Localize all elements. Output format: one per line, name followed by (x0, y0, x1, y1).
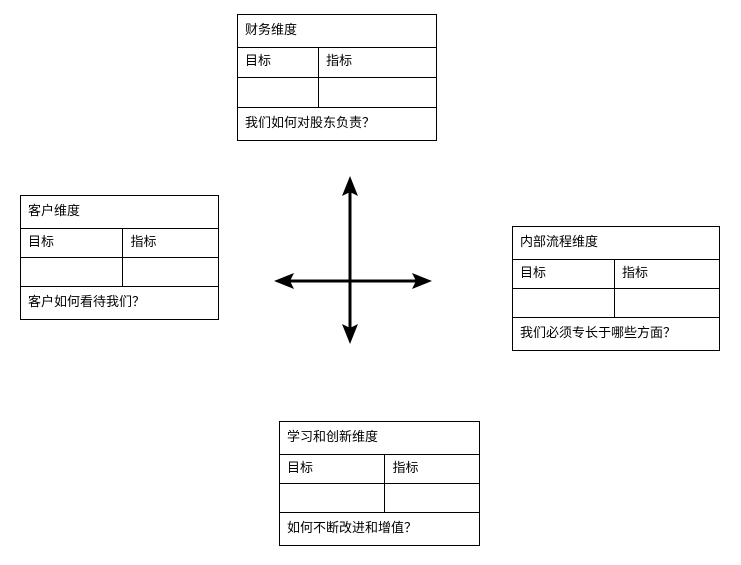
objective-value-internal-process[interactable] (513, 289, 615, 317)
perspective-question-learning-innovation: 如何不断改进和增值？ (287, 520, 418, 536)
box-header-row: 目标 指标 (21, 229, 218, 258)
column-header-measure: 指标 (326, 54, 353, 70)
perspective-question-financial: 我们如何对股东负责？ (245, 115, 376, 131)
column-header-measure: 指标 (392, 460, 419, 476)
column-header-objective: 目标 (21, 229, 124, 257)
box-data-row[interactable] (280, 484, 479, 513)
box-data-row[interactable] (21, 258, 218, 287)
box-question-row: 我们如何对股东负责？ (238, 108, 436, 140)
perspective-box-learning-innovation[interactable]: 学习和创新维度 目标 指标 如何不断改进和增值？ (279, 421, 480, 546)
box-data-row[interactable] (513, 289, 719, 318)
perspective-question-customer: 客户如何看待我们？ (28, 294, 146, 310)
perspective-box-internal-process[interactable]: 内部流程维度 目标 指标 我们必须专长于哪些方面？ (512, 226, 720, 351)
box-question-row: 客户如何看待我们？ (21, 287, 218, 319)
box-header-row: 目标 指标 (238, 48, 436, 78)
measure-value-learning-innovation[interactable] (385, 484, 479, 512)
perspective-title-learning-innovation: 学习和创新维度 (287, 429, 379, 445)
box-title-row: 财务维度 (238, 15, 436, 48)
objective-value-learning-innovation[interactable] (280, 484, 386, 512)
perspective-title-customer: 客户维度 (28, 203, 81, 219)
measure-value-internal-process[interactable] (615, 289, 719, 317)
objective-value-customer[interactable] (21, 258, 124, 286)
perspective-title-internal-process: 内部流程维度 (520, 234, 599, 250)
four-way-arrow-cross-icon (272, 172, 434, 348)
box-question-row: 我们必须专长于哪些方面？ (513, 318, 719, 350)
column-header-measure: 指标 (621, 265, 648, 281)
box-title-row: 学习和创新维度 (280, 422, 479, 455)
perspective-box-customer[interactable]: 客户维度 目标 指标 客户如何看待我们？ (20, 195, 219, 320)
perspective-title-financial: 财务维度 (245, 22, 298, 38)
column-header-measure: 指标 (130, 234, 157, 250)
objective-value-financial[interactable] (238, 78, 320, 107)
box-header-row: 目标 指标 (513, 260, 719, 289)
box-header-row: 目标 指标 (280, 455, 479, 484)
perspective-question-internal-process: 我们必须专长于哪些方面？ (520, 325, 677, 341)
column-header-objective: 目标 (238, 48, 320, 77)
box-data-row[interactable] (238, 78, 436, 108)
measure-value-customer[interactable] (123, 258, 218, 286)
box-question-row: 如何不断改进和增值？ (280, 513, 479, 545)
box-title-row: 内部流程维度 (513, 227, 719, 260)
measure-value-financial[interactable] (319, 78, 436, 107)
column-header-objective: 目标 (513, 260, 615, 288)
column-header-objective: 目标 (280, 455, 386, 483)
box-title-row: 客户维度 (21, 196, 218, 229)
perspective-box-financial[interactable]: 财务维度 目标 指标 我们如何对股东负责？ (237, 14, 437, 141)
